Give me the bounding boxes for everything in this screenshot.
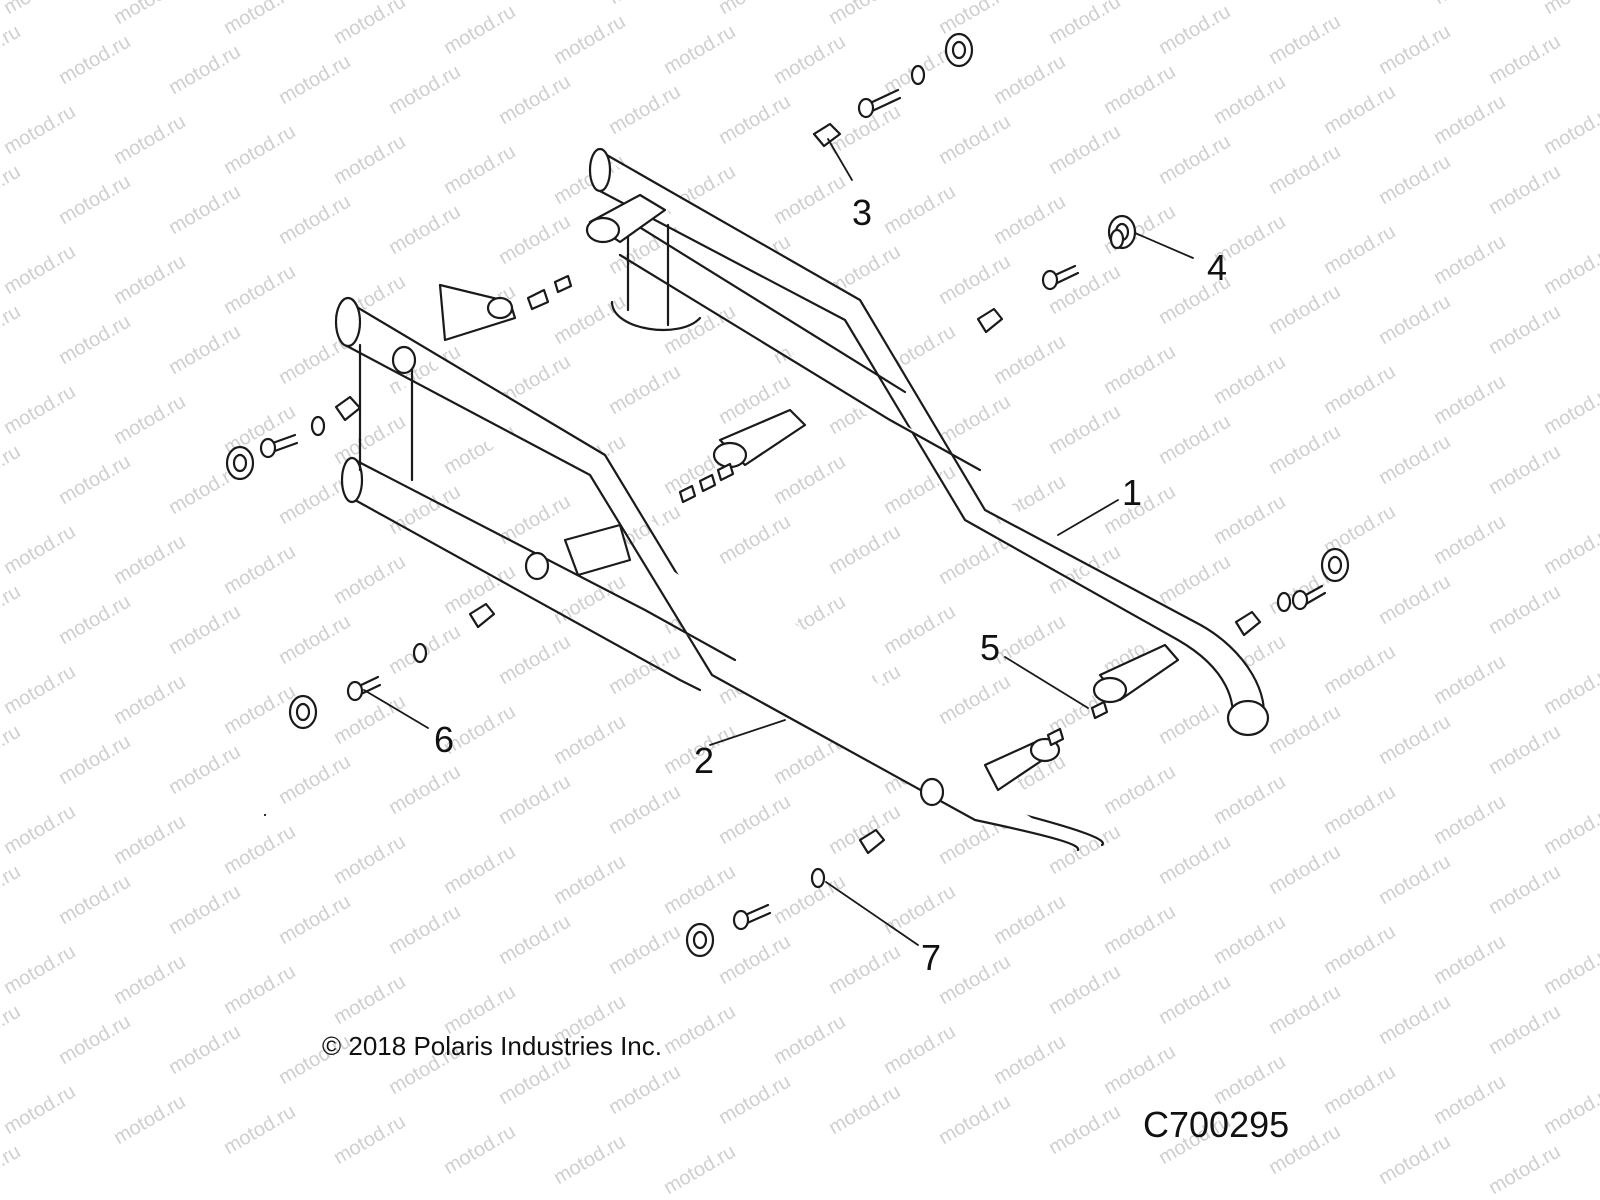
copyright-text: © 2018 Polaris Industries Inc. (322, 1031, 662, 1061)
left-rail-tube (263, 283, 1104, 852)
diagram-code: C700295 (1143, 1104, 1290, 1145)
leader-lines (363, 138, 1194, 946)
right-rail-tube (585, 147, 1270, 737)
callout-4: 4 (1207, 247, 1228, 288)
callout-2: 2 (694, 740, 715, 781)
hardware-group (225, 32, 1350, 958)
callout-3: 3 (852, 192, 873, 233)
callout-1: 1 (1122, 472, 1143, 513)
callout-7: 7 (921, 937, 942, 978)
callout-6: 6 (434, 719, 455, 760)
callout-5: 5 (980, 627, 1001, 668)
